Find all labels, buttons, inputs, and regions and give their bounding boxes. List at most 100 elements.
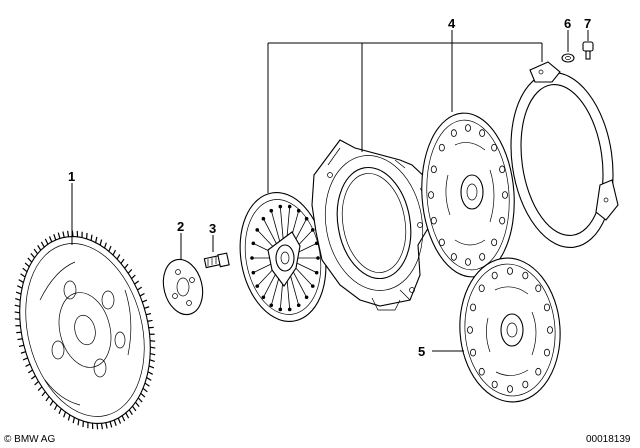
gear-tooth: [90, 234, 93, 241]
gear-tooth: [117, 417, 122, 424]
gear-tooth: [30, 252, 35, 259]
gear-tooth: [147, 319, 153, 322]
gear-tooth: [121, 415, 126, 422]
gear-tooth: [108, 245, 112, 252]
drawing-number: 00018139: [586, 434, 631, 445]
gear-tooth: [16, 285, 23, 289]
diaphragm-finger: [270, 210, 280, 241]
disc-hole: [491, 143, 498, 152]
gear-tooth: [33, 248, 39, 255]
gear-tooth: [95, 236, 98, 243]
callout-6: 6: [564, 16, 571, 31]
gear-tooth: [40, 241, 45, 248]
friction-disc-part-4: [421, 112, 515, 278]
diaphragm-finger: [263, 272, 277, 298]
bolt-part-3: [203, 252, 230, 269]
disc-hole: [501, 191, 508, 199]
gear-tooth: [140, 392, 146, 398]
disc-hole: [491, 238, 498, 247]
finger-rivet: [251, 270, 256, 275]
gear-tooth: [137, 286, 143, 291]
callout-1: 1: [68, 169, 75, 184]
gear-tooth: [63, 411, 67, 418]
gear-tooth: [14, 311, 20, 314]
finger-rivet: [304, 295, 309, 300]
gear-tooth: [103, 242, 107, 249]
finger-rivet: [255, 284, 260, 288]
gear-tooth: [144, 382, 150, 387]
gear-tooth: [128, 409, 133, 416]
disc-hole: [450, 129, 457, 137]
gear-tooth: [53, 404, 58, 411]
gear-tooth: [20, 273, 26, 278]
disc-hole: [491, 380, 498, 389]
callout-2: 2: [177, 219, 184, 234]
disc-hole: [543, 348, 550, 357]
callout-3: 3: [209, 221, 216, 236]
finger-rivet: [261, 295, 266, 300]
disc-hole: [430, 216, 437, 225]
gear-tooth: [150, 352, 156, 356]
finger-rivet: [278, 307, 283, 312]
gear-tooth: [142, 387, 148, 393]
disc-hole: [478, 367, 485, 376]
disc-hole: [522, 380, 529, 389]
gear-tooth: [113, 419, 117, 426]
gear-tooth: [15, 291, 22, 295]
gear-tooth: [116, 254, 121, 260]
gear-tooth: [48, 236, 53, 243]
disc-holes: [427, 124, 508, 266]
callout-7: 7: [584, 16, 591, 31]
disc-hole: [427, 191, 434, 199]
disc-hole: [479, 253, 486, 261]
disc-hole: [438, 238, 445, 247]
gear-tooth: [144, 306, 150, 309]
plate-part-2: [162, 258, 204, 316]
disc-holes: [466, 267, 554, 393]
gear-tooth: [22, 357, 28, 361]
gear-tooth: [134, 280, 140, 285]
gear-tooth: [142, 299, 148, 303]
diaphragm-finger: [295, 267, 314, 287]
gear-tooth: [27, 369, 33, 374]
disc-hole: [470, 348, 477, 357]
gear-tooth: [147, 371, 154, 375]
gear-tooth: [149, 359, 155, 363]
gear-tooth: [57, 232, 61, 239]
finger-rivet: [250, 256, 254, 260]
gear-tooth: [20, 351, 26, 354]
ring-gear-teeth: [14, 230, 156, 430]
finger-rivet: [296, 208, 301, 213]
disc-hole: [491, 271, 498, 280]
diaphragm-finger: [256, 267, 275, 287]
disc-hole: [535, 367, 542, 376]
callout-4: 4: [448, 16, 456, 31]
disc-hole: [466, 326, 473, 334]
gear-tooth: [137, 397, 143, 403]
finger-rivet: [287, 204, 292, 209]
disc-hole: [499, 216, 506, 225]
finger-rivet: [269, 303, 274, 308]
gear-tooth: [127, 269, 133, 274]
finger-rivet: [314, 270, 319, 275]
diaphragm-finger: [286, 206, 291, 240]
gear-tooth: [120, 258, 125, 264]
diaphragm-finger: [263, 218, 277, 244]
gear-tooth: [17, 338, 23, 341]
gear-tooth: [100, 423, 103, 430]
gear-tooth: [124, 263, 129, 269]
flywheel-part-1: [14, 230, 156, 430]
finger-rivet: [255, 228, 260, 232]
leader-lines: [71, 30, 589, 352]
gear-tooth: [18, 279, 24, 283]
finger-rivet: [310, 228, 315, 232]
diaphragm-finger: [290, 275, 300, 306]
gear-tooth: [27, 257, 33, 263]
diaphragm-finger: [293, 272, 307, 298]
gear-tooth: [131, 405, 137, 412]
gear-tooth: [131, 274, 136, 280]
gear-tooth: [96, 423, 99, 430]
disc-hole: [438, 143, 445, 152]
